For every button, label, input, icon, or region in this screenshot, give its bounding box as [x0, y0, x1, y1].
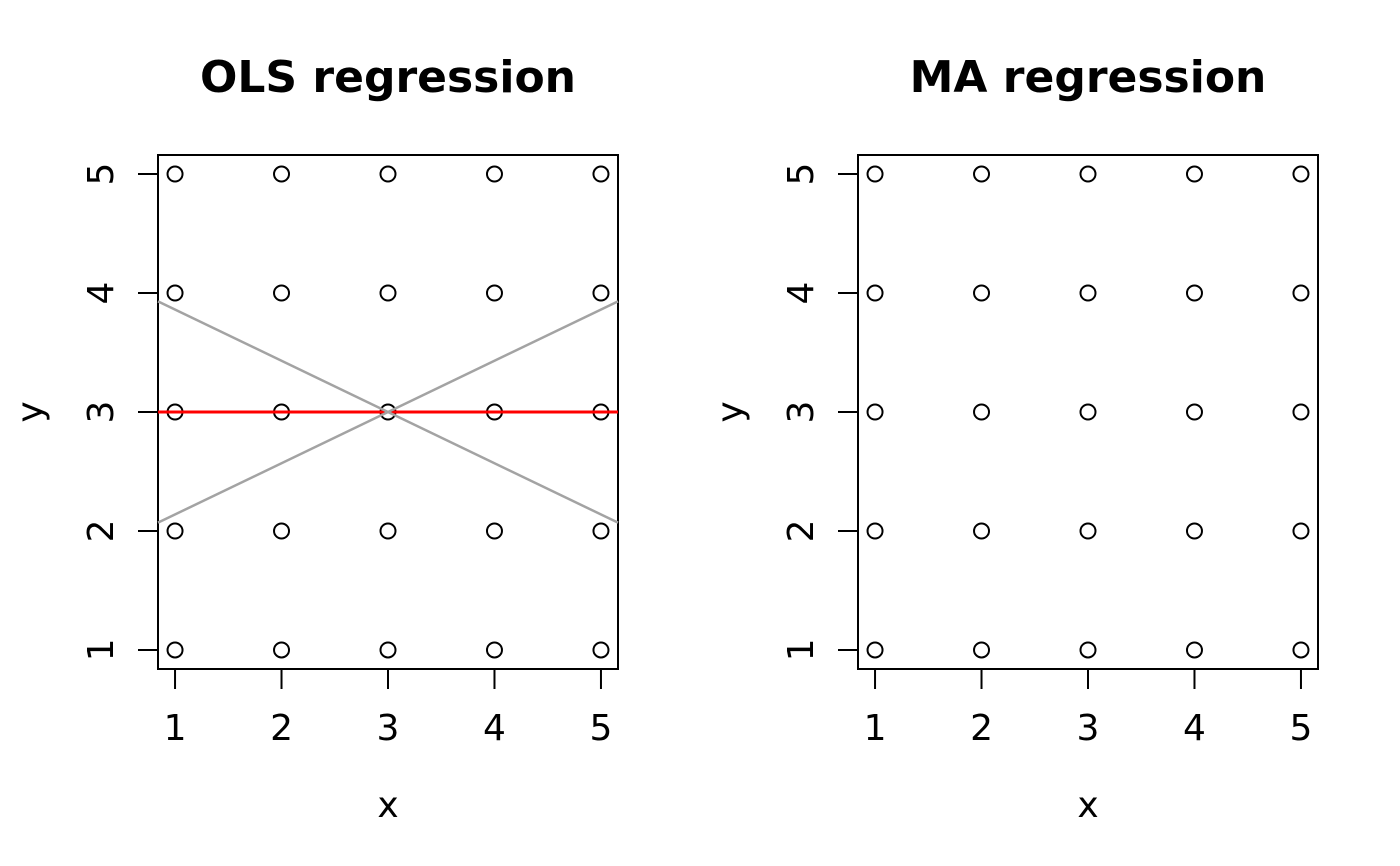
y-tick-label: 3 [81, 401, 122, 424]
data-point [973, 165, 991, 183]
y-tick-label: 5 [781, 163, 822, 186]
x-tick-label: 5 [1290, 708, 1313, 749]
data-point [1079, 522, 1097, 540]
data-point [1185, 165, 1203, 183]
x-tick-label: 4 [483, 708, 506, 749]
data-point [1292, 284, 1310, 302]
y-axis-title: y [710, 401, 751, 422]
y-tick-label: 1 [781, 639, 822, 662]
data-point [379, 522, 397, 540]
x-tick-label: 2 [270, 708, 293, 749]
data-point [379, 284, 397, 302]
x-tick-label: 5 [590, 708, 613, 749]
data-point [1185, 641, 1203, 659]
x-axis-title: x [1077, 785, 1098, 826]
y-tick-label: 2 [781, 520, 822, 543]
data-point [592, 641, 610, 659]
y-tick-label: 5 [81, 163, 122, 186]
data-point [273, 522, 291, 540]
data-point [1292, 403, 1310, 421]
data-point [866, 641, 884, 659]
y-tick-label: 4 [781, 282, 822, 305]
data-point [1292, 641, 1310, 659]
data-point [379, 641, 397, 659]
x-tick-label: 2 [970, 708, 993, 749]
data-point [973, 641, 991, 659]
x-tick-label: 4 [1183, 708, 1206, 749]
data-point [1079, 403, 1097, 421]
data-point [485, 641, 503, 659]
data-point [866, 522, 884, 540]
data-point [866, 403, 884, 421]
y-tick-label: 3 [781, 401, 822, 424]
y-tick-label: 4 [81, 282, 122, 305]
data-point [273, 641, 291, 659]
data-point [273, 165, 291, 183]
panel-ols: OLS regression 1 2 3 4 5 1 2 3 4 5 x y [10, 52, 619, 826]
data-point [1079, 284, 1097, 302]
x-tick-label: 3 [377, 708, 400, 749]
data-point [866, 284, 884, 302]
y-tick-label: 2 [81, 520, 122, 543]
data-point [166, 165, 184, 183]
panel-ma-title: MA regression [910, 52, 1267, 103]
data-point [1292, 165, 1310, 183]
alt-line-up [157, 300, 619, 524]
x-tick-label: 1 [864, 708, 887, 749]
panel-ols-title: OLS regression [200, 52, 576, 103]
data-point [592, 165, 610, 183]
data-point [1079, 641, 1097, 659]
data-point [273, 284, 291, 302]
plot-box [857, 154, 1319, 670]
data-point [166, 284, 184, 302]
y-axis-title: y [10, 401, 51, 422]
data-point [973, 522, 991, 540]
data-point [485, 522, 503, 540]
data-point [166, 522, 184, 540]
x-tick-label: 1 [164, 708, 187, 749]
data-point [592, 522, 610, 540]
data-point [1185, 403, 1203, 421]
data-point [1292, 522, 1310, 540]
plot-area: 1 2 3 4 5 1 2 3 4 5 [781, 163, 1312, 749]
data-point [973, 403, 991, 421]
panel-ma: MA regression 1 2 3 4 5 1 2 3 4 5 x y [710, 52, 1319, 826]
data-point [592, 284, 610, 302]
x-axis-title: x [377, 785, 398, 826]
data-point [1079, 165, 1097, 183]
data-point [166, 641, 184, 659]
data-point [379, 165, 397, 183]
data-point [485, 165, 503, 183]
data-point [1185, 522, 1203, 540]
y-tick-label: 1 [81, 639, 122, 662]
data-point [973, 284, 991, 302]
x-tick-label: 3 [1077, 708, 1100, 749]
data-point [485, 284, 503, 302]
plot-area: 1 2 3 4 5 1 2 3 4 5 [81, 163, 619, 749]
data-point [1185, 284, 1203, 302]
data-point [866, 165, 884, 183]
